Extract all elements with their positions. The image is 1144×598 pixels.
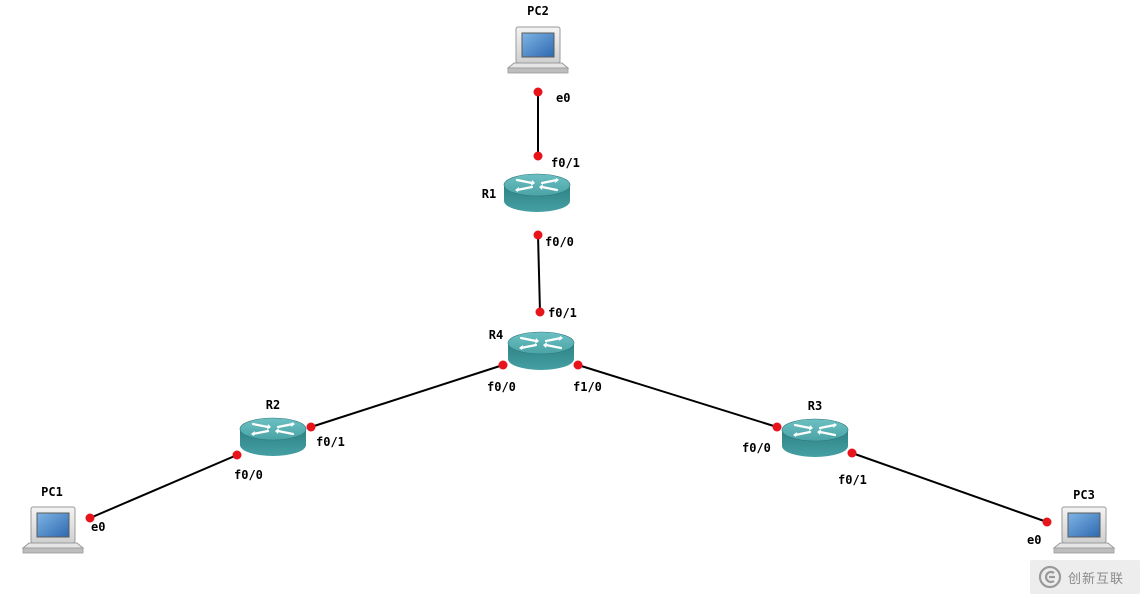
node-label: R3 bbox=[808, 399, 822, 413]
port-dot bbox=[573, 360, 583, 370]
port-dot bbox=[232, 450, 242, 460]
port-label: f0/0 bbox=[234, 468, 263, 482]
link-r2-pc1[interactable] bbox=[89, 454, 238, 519]
port-dot bbox=[533, 151, 543, 161]
port-dot bbox=[498, 360, 508, 370]
port-label: e0 bbox=[556, 91, 570, 105]
pc1-node[interactable]: PC1 bbox=[22, 485, 84, 554]
node-label: R4 bbox=[489, 328, 503, 342]
port-dot bbox=[533, 230, 543, 240]
link-r3-pc3[interactable] bbox=[851, 452, 1048, 523]
port-label: f0/1 bbox=[551, 156, 580, 170]
pc3-node[interactable]: PC3 bbox=[1053, 488, 1115, 554]
node-label: PC1 bbox=[41, 485, 63, 499]
port-dot bbox=[772, 422, 782, 432]
router-icon bbox=[502, 172, 572, 214]
node-label: R2 bbox=[266, 398, 280, 412]
router-icon bbox=[238, 416, 308, 458]
port-label: f0/0 bbox=[487, 380, 516, 394]
link-r1-r4[interactable] bbox=[537, 234, 541, 313]
port-label: f0/1 bbox=[548, 306, 577, 320]
pc-icon bbox=[1053, 506, 1115, 554]
link-r4-r2[interactable] bbox=[310, 364, 504, 428]
link-r4-r3[interactable] bbox=[577, 364, 778, 428]
node-label: R1 bbox=[482, 187, 496, 201]
node-label: PC2 bbox=[527, 4, 549, 18]
r4-node[interactable]: R4 bbox=[489, 328, 576, 372]
watermark: 创新互联 bbox=[1030, 560, 1140, 594]
port-dot bbox=[533, 87, 543, 97]
port-label: f1/0 bbox=[573, 380, 602, 394]
port-dot bbox=[85, 513, 95, 523]
node-label: PC3 bbox=[1073, 488, 1095, 502]
pc2-node[interactable]: PC2 bbox=[507, 4, 569, 74]
port-label: e0 bbox=[1027, 533, 1041, 547]
pc-icon bbox=[22, 506, 84, 554]
logo-icon bbox=[1038, 565, 1062, 589]
router-icon bbox=[780, 417, 850, 459]
watermark-text: 创新互联 bbox=[1068, 572, 1125, 587]
port-label: f0/1 bbox=[838, 473, 867, 487]
port-label: f0/1 bbox=[316, 435, 345, 449]
port-dot bbox=[535, 307, 545, 317]
router-icon bbox=[506, 330, 576, 372]
port-label: e0 bbox=[91, 520, 105, 534]
port-dot bbox=[306, 422, 316, 432]
port-dot bbox=[1042, 517, 1052, 527]
port-label: f0/0 bbox=[545, 235, 574, 249]
r3-node[interactable]: R3 bbox=[780, 399, 850, 459]
port-dot bbox=[847, 448, 857, 458]
pc-icon bbox=[507, 26, 569, 74]
port-label: f0/0 bbox=[742, 441, 771, 455]
r2-node[interactable]: R2 bbox=[238, 398, 308, 458]
r1-node[interactable]: R1 bbox=[482, 172, 572, 214]
